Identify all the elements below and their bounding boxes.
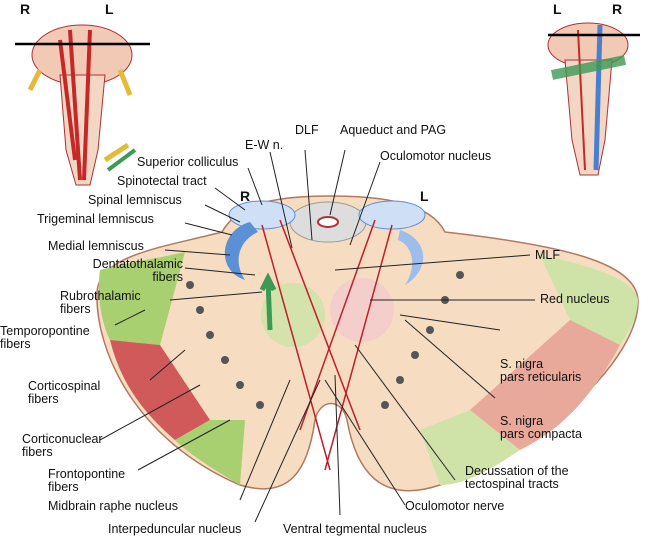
- label-superior-colliculus: Superior colliculus: [137, 155, 239, 169]
- superior-colliculus-left: [358, 200, 426, 230]
- thumb-right-l-label: L: [553, 1, 562, 17]
- corticospinal-region: [110, 340, 210, 440]
- brainstem-thumbnail-right: [547, 22, 640, 176]
- label-aqueduct-pag: Aqueduct and PAG: [340, 123, 447, 137]
- thumb-left-r-label: R: [20, 1, 31, 17]
- thumb-right-r-label: R: [612, 1, 623, 17]
- label-ew-nucleus: E-W n.: [245, 138, 284, 152]
- label-midbrain-raphe: Midbrain raphe nucleus: [48, 499, 178, 513]
- label-interpeduncular: Interpeduncular nucleus: [108, 522, 242, 536]
- label-dlf: DLF: [295, 123, 319, 137]
- leader-lines: [99, 149, 535, 523]
- label-medial-lemniscus: Medial lemniscus: [48, 239, 144, 253]
- section-l-label: L: [420, 188, 429, 204]
- red-nucleus-left: [330, 278, 394, 342]
- frontopontine-region: [175, 420, 245, 485]
- label-spinotectal-tract: Spinotectal tract: [117, 174, 207, 188]
- label-ventral-tegmental: Ventral tegmental nucleus: [283, 522, 427, 536]
- label-mlf: MLF: [535, 248, 560, 262]
- label-oculomotor-nucleus: Oculomotor nucleus: [380, 149, 492, 163]
- superior-colliculus-right: [228, 200, 296, 230]
- right-peduncle-red: [470, 320, 620, 450]
- medial-lemniscus-left: [398, 230, 424, 285]
- medial-lemniscus-right: [224, 222, 258, 280]
- label-red-nucleus: Red nucleus: [540, 292, 610, 306]
- label-oculomotor-nerve: Oculomotor nerve: [405, 499, 505, 513]
- label-trigeminal-lemniscus: Trigeminal lemniscus: [37, 212, 154, 226]
- section-r-label: R: [240, 188, 251, 204]
- label-spinal-lemniscus: Spinal lemniscus: [88, 193, 182, 207]
- brainstem-thumbnail-left: [15, 24, 150, 186]
- red-nucleus-right: [261, 283, 325, 347]
- right-peduncle-green-top: [540, 255, 638, 345]
- thumb-left-l-label: L: [105, 1, 114, 17]
